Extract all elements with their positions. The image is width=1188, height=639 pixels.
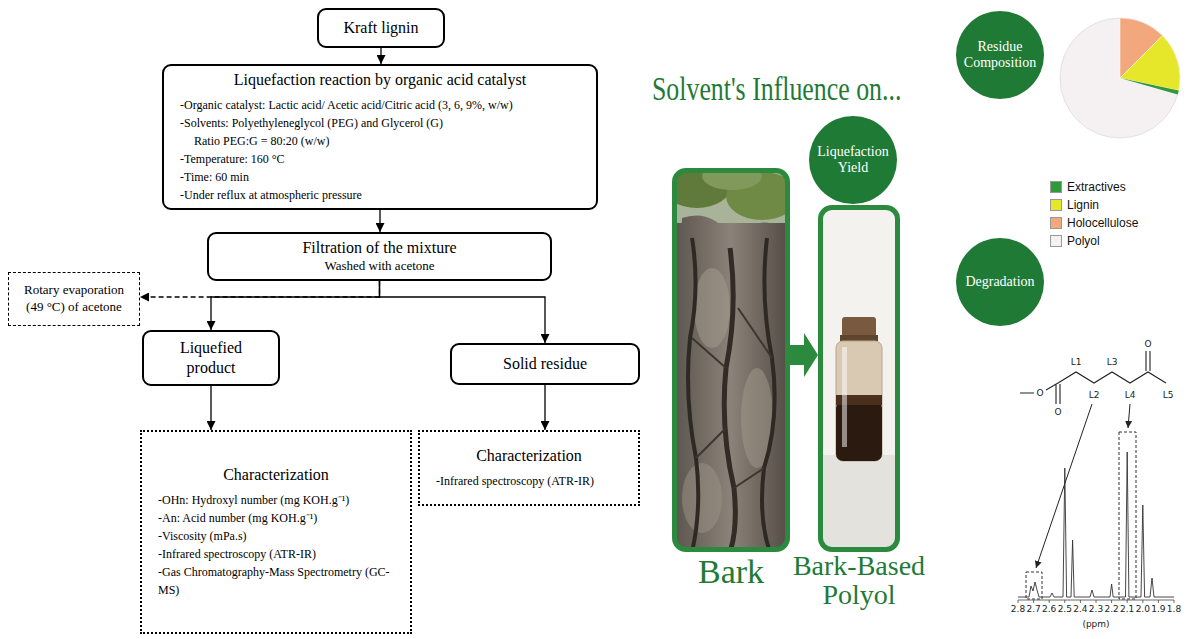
axis-label: 2.7 xyxy=(1026,604,1040,614)
axis-label: 2.2 xyxy=(1104,604,1118,614)
legend-item: Extractives xyxy=(1050,180,1126,194)
node-text: -Infrared spectroscopy (ATR-IR) xyxy=(148,545,404,563)
node-text: -OHn: Hydroxyl number (mg KOH.g⁻¹) xyxy=(148,491,404,509)
topic-circle: Degradation xyxy=(956,238,1044,326)
flow-connector xyxy=(210,386,211,430)
flow-connector xyxy=(380,48,381,64)
atom-label: L4 xyxy=(1125,390,1136,400)
axis-label: 2.0 xyxy=(1136,604,1150,614)
node-heading: Degradation xyxy=(965,274,1034,290)
node-heading: Filtration of the mixture xyxy=(302,238,456,258)
legend-swatch xyxy=(1050,217,1062,229)
flow-connector xyxy=(211,281,380,330)
axis-label: 2.8 xyxy=(1011,604,1025,614)
node-heading: Liquefaction reaction by organic acid ca… xyxy=(234,70,526,90)
node-text: -Under reflux at atmospheric pressure xyxy=(170,186,590,204)
legend-item: Polyol xyxy=(1050,234,1100,248)
graphic-title: Solvent's Influence on... xyxy=(652,70,901,107)
photo-frame: Bark-Based Polyol xyxy=(818,205,900,552)
node-text: -Solvents: Polyethyleneglycol (PEG) and … xyxy=(170,114,590,132)
node-text: -An: Acid number (mg KOH.g⁻¹) xyxy=(148,509,404,527)
legend-text: Polyol xyxy=(1067,234,1100,248)
node-heading: Liquefied product xyxy=(168,338,254,378)
flow-connector xyxy=(140,281,380,297)
legend-text: Lignin xyxy=(1067,198,1099,212)
legend-swatch xyxy=(1050,235,1062,247)
node-heading: Residue Composition xyxy=(962,39,1038,71)
atom-label: O xyxy=(1036,388,1043,398)
optional-step-box: Rotary evaporation (49 °C) of acetone xyxy=(8,272,140,326)
pie-polyol xyxy=(1060,18,1180,138)
process-box: Kraft lignin xyxy=(317,8,445,48)
characterization-box: Characterization -Infrared spectroscopy (… xyxy=(418,430,640,506)
node-text: -Temperature: 160 °C xyxy=(170,150,590,168)
topic-circle: Residue Composition xyxy=(956,11,1044,99)
ppm-axis xyxy=(1018,600,1174,603)
axis-label: 1.8 xyxy=(1167,604,1181,614)
product-box: Liquefied product xyxy=(142,330,280,386)
flow-connector xyxy=(544,385,545,430)
axis-label: 2.6 xyxy=(1042,604,1056,614)
topic-circle: Liquefaction Yield xyxy=(809,116,897,204)
node-heading: Characterization xyxy=(223,465,329,485)
legend-text: Holocellulose xyxy=(1067,216,1138,230)
node-heading: Bark-Based Polyol xyxy=(773,551,945,610)
atom-label: L5 xyxy=(1163,390,1174,400)
legend-swatch xyxy=(1050,199,1062,211)
axis-label: 2.3 xyxy=(1089,604,1103,614)
bark-photo xyxy=(672,168,790,552)
characterization-box: Characterization -OHn: Hydroxyl number (m… xyxy=(140,430,412,634)
process-box: Liquefaction reaction by organic acid ca… xyxy=(162,64,598,210)
legend-swatch xyxy=(1050,181,1062,193)
atom-label: O xyxy=(1144,339,1151,349)
node-text: -Viscosity (mPa.s) xyxy=(148,527,404,545)
flow-arrow xyxy=(790,333,818,377)
axis-label: 1.9 xyxy=(1151,604,1165,614)
node-text: -Time: 60 min xyxy=(170,168,590,186)
nmr-spectrum xyxy=(1018,452,1174,597)
node-heading: Kraft lignin xyxy=(343,18,418,38)
node-heading: Liquefaction Yield xyxy=(815,144,891,176)
product-box: Solid residue xyxy=(450,343,640,385)
axis-label: 2.5 xyxy=(1058,604,1072,614)
node-text: Ratio PEG:G = 80:20 (w/w) xyxy=(170,132,590,150)
node-heading: Characterization xyxy=(476,446,582,466)
photo-frame: Bark xyxy=(672,168,790,552)
node-text: Washed with acetone xyxy=(324,258,434,275)
atom-label: L3 xyxy=(1107,357,1118,367)
process-box: Filtration of the mixtureWashed with ace… xyxy=(207,232,552,281)
molecule-bonds xyxy=(1020,351,1166,404)
node-text: -Organic catalyst: Lactic acid/ Acetic a… xyxy=(170,96,590,114)
legend-item: Lignin xyxy=(1050,198,1099,212)
pie-extractives xyxy=(1120,78,1179,95)
node-text: -Infrared spectroscopy (ATR-IR) xyxy=(426,472,632,490)
atom-label: L2 xyxy=(1089,390,1100,400)
leader-arrow xyxy=(1128,404,1130,428)
node-text: -Gas Chromatography-Mass Spectrometry (G… xyxy=(148,563,404,599)
node-heading: Rotary evaporation (49 °C) of acetone xyxy=(15,282,133,316)
atom-label: L1 xyxy=(1071,357,1082,367)
axis-label: 2.4 xyxy=(1073,604,1087,614)
polyol-bottle-photo xyxy=(818,205,900,552)
axis-label: (ppm) xyxy=(1082,619,1109,629)
flow-connector xyxy=(380,281,546,343)
pie-lignin xyxy=(1120,36,1180,91)
legend-item: Holocellulose xyxy=(1050,216,1138,230)
node-heading: Solid residue xyxy=(503,354,587,374)
flow-connector xyxy=(379,210,380,232)
legend-text: Extractives xyxy=(1067,180,1126,194)
atom-label: O xyxy=(1054,407,1061,417)
axis-label: 2.1 xyxy=(1120,604,1134,614)
